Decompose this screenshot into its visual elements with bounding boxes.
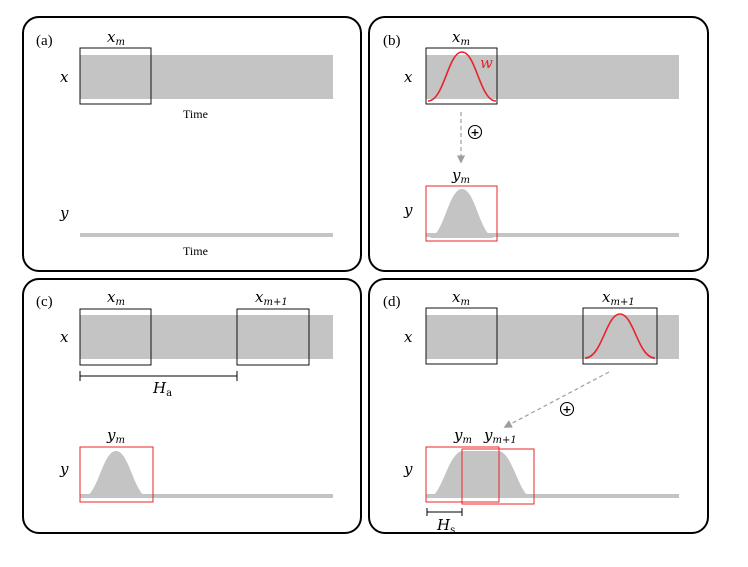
panel-b-analysis-window: [425, 47, 498, 105]
panel-d-x-axis-label: x: [404, 328, 413, 346]
panel-c-window-1-label: xm: [107, 288, 125, 308]
panel-b-add-icon: +: [467, 124, 483, 140]
svg-text:+: +: [470, 126, 479, 139]
panel-c-window-2-label: xm+1: [255, 288, 288, 308]
panel-d-window-function-curve: [584, 313, 656, 359]
panel-d-analysis-window-2: [582, 307, 658, 365]
panel-b-window-function-curve: [427, 51, 497, 102]
panel-d-output-line: [426, 494, 679, 498]
panel-c: (c) x xm xm+1 Ha ym y: [22, 278, 362, 534]
panel-d-output-window-2-label: ym+1: [483, 426, 517, 446]
panel-d-border: [368, 278, 709, 534]
panel-d-hop-bracket: [426, 508, 463, 516]
panel-b-output-window-label: ym: [451, 166, 470, 186]
panel-d-output-window-1-label: ym: [453, 426, 472, 446]
panel-c-analysis-window-1: [79, 308, 152, 366]
panel-b-output-frame: [428, 189, 496, 238]
panel-c-border: [22, 278, 362, 534]
panel-a-y-axis-label: y: [59, 204, 69, 222]
panel-b-border: [368, 16, 709, 272]
panel-a-time-label-bottom: Time: [183, 244, 208, 258]
panel-a-border: [22, 16, 362, 272]
panel-c-label: (c): [36, 294, 53, 310]
panel-a-window-label: xm: [107, 28, 125, 48]
panel-b-output-line: [426, 233, 679, 237]
panel-a-x-axis-label: x: [60, 68, 69, 86]
panel-a-time-label-top: Time: [183, 107, 208, 121]
panel-a-analysis-window: [79, 47, 152, 105]
panel-b-label: (b): [383, 33, 401, 49]
panel-b-y-axis-label: y: [403, 201, 413, 219]
panel-c-output-frame: [82, 451, 150, 498]
panel-c-y-axis-label: y: [59, 460, 69, 478]
panel-b-output-window: [425, 185, 498, 242]
panel-c-hop-bracket: [79, 371, 238, 381]
panel-d-overlap-added-output: [428, 451, 533, 498]
panel-d-window-2-label: xm+1: [602, 288, 635, 308]
panel-d-output-window-2: [461, 448, 535, 505]
panel-b-x-axis-label: x: [404, 68, 413, 86]
svg-text:+: +: [562, 403, 571, 416]
panel-d-window-1-label: xm: [452, 288, 470, 308]
panel-b: (b) w x xm + ym y: [368, 16, 709, 272]
panel-c-hop-label: Ha: [152, 379, 172, 399]
panel-d-label: (d): [383, 294, 401, 310]
panel-b-input-band: [426, 55, 679, 99]
panel-d-input-band: [426, 315, 679, 359]
panel-c-analysis-window-2: [236, 308, 310, 366]
panel-c-input-band: [80, 315, 333, 359]
panel-d-y-axis-label: y: [403, 460, 413, 478]
panel-d-hop-label: Hs: [436, 516, 455, 536]
panel-d-analysis-window-1: [425, 307, 498, 365]
panel-a-input-band: [80, 55, 333, 99]
panel-c-output-window: [79, 446, 154, 503]
panel-a-label: (a): [36, 33, 53, 49]
panel-a: (a) x xm Time y Time: [22, 16, 362, 272]
panel-b-window-label: xm: [452, 28, 470, 48]
panel-c-output-line: [80, 494, 333, 498]
panel-c-x-axis-label: x: [60, 328, 69, 346]
panel-d-add-icon: +: [559, 401, 575, 417]
panel-d: (d) x xm xm+1 + ym ym+1 y: [368, 278, 709, 536]
panel-a-output-line: [80, 233, 333, 237]
panel-c-output-window-label: ym: [106, 426, 125, 446]
panel-b-window-function-label: w: [480, 54, 493, 72]
panel-d-transform-arrow: [503, 371, 610, 428]
